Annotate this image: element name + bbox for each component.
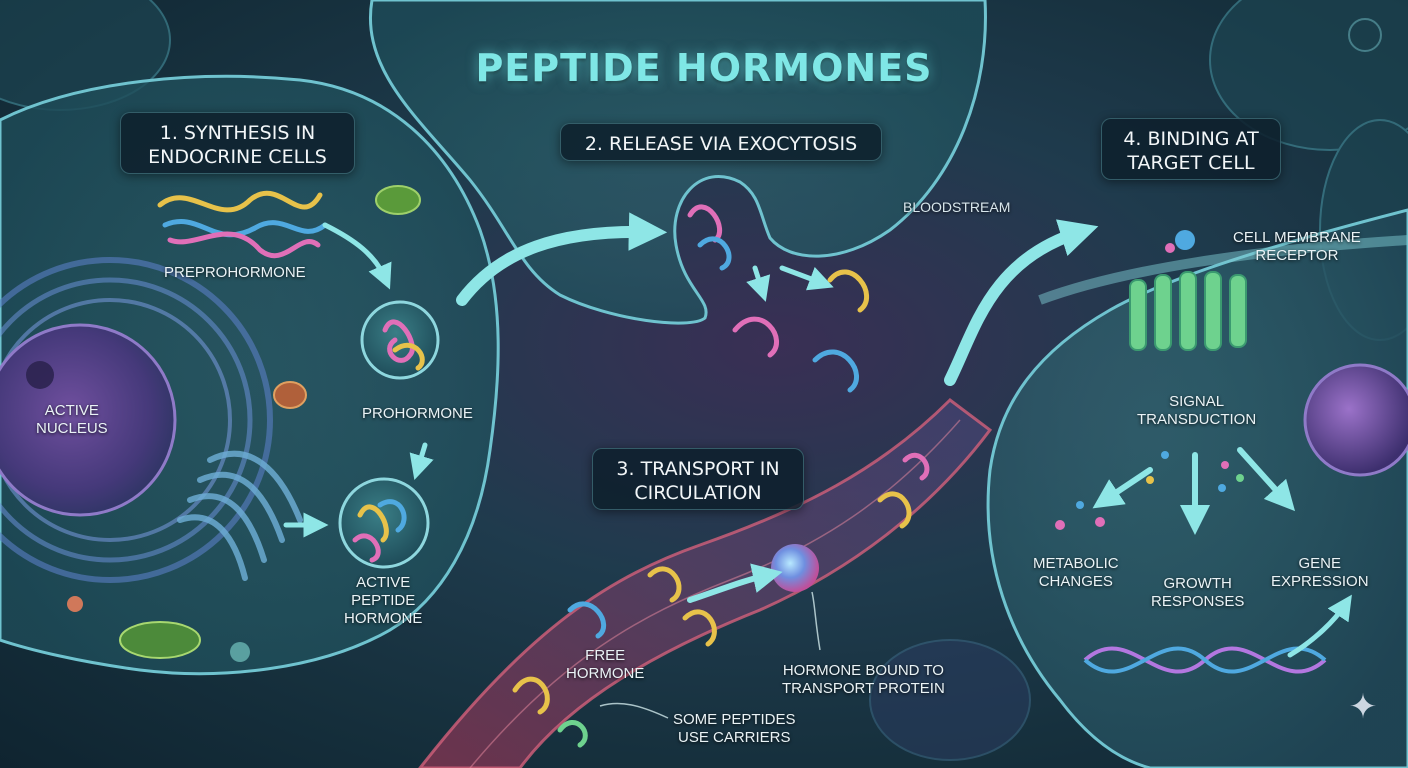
- label-hormone-bound: HORMONE BOUND TO TRANSPORT PROTEIN: [782, 662, 945, 698]
- label-carriers-line-2: USE CARRIERS: [678, 729, 791, 746]
- label-growth-line-2: RESPONSES: [1151, 593, 1245, 610]
- arrow-release-1: [746, 265, 771, 302]
- dna-helix: [1083, 646, 1327, 674]
- step-synthesis-line-2: ENDOCRINE CELLS: [148, 146, 327, 168]
- label-gene-expression: GENE EXPRESSION: [1271, 555, 1369, 591]
- label-metabolic-line-1: METABOLIC: [1033, 555, 1119, 572]
- step-binding-box: 4. BINDING AT TARGET CELL: [1101, 118, 1281, 180]
- step-binding-line-2: TARGET CELL: [1127, 152, 1255, 174]
- label-active-peptide-hormone: ACTIVE PEPTIDE HORMONE: [344, 574, 422, 628]
- label-metabolic-changes: METABOLIC CHANGES: [1033, 555, 1119, 591]
- arrow-preprohormone: [322, 222, 392, 290]
- arrow-to-release: [456, 212, 668, 306]
- label-free-hormone-line-2: HORMONE: [566, 665, 645, 682]
- leader-lines: [599, 591, 821, 719]
- label-hormone-bound-line-2: TRANSPORT PROTEIN: [782, 680, 945, 697]
- label-active-nucleus-line-2: NUCLEUS: [36, 420, 108, 437]
- membrane-receptor: [1038, 230, 1408, 351]
- nucleus: [0, 257, 273, 583]
- label-preprohormone: PREPROHORMONE: [164, 264, 306, 281]
- label-receptor-line-1: CELL MEMBRANE: [1233, 229, 1361, 246]
- label-active-nucleus: ACTIVE NUCLEUS: [36, 402, 108, 438]
- step-release-box: 2. RELEASE VIA EXOCYTOSIS: [560, 123, 882, 161]
- signal-molecules: [1055, 451, 1244, 530]
- label-carriers-line-1: SOME PEPTIDES: [673, 711, 796, 728]
- step-release-line: 2. RELEASE VIA EXOCYTOSIS: [584, 133, 858, 155]
- sparkle-icon: ✦: [1348, 688, 1378, 726]
- label-growth-line-1: GROWTH: [1163, 575, 1232, 592]
- arrow-dna: [1287, 594, 1352, 658]
- blood-vessel: [418, 398, 993, 768]
- label-signal-line-1: SIGNAL: [1169, 393, 1225, 410]
- flow-arrows: [283, 212, 1352, 658]
- arrow-circulation: [687, 563, 783, 603]
- arrow-gene: [1237, 447, 1296, 512]
- label-gene-line-2: EXPRESSION: [1271, 573, 1369, 590]
- step-synthesis-line-1: 1. SYNTHESIS IN: [159, 122, 316, 144]
- label-bloodstream: BLOODSTREAM: [903, 199, 1011, 215]
- step-transport-line-1: 3. TRANSPORT IN: [616, 458, 780, 480]
- release-cell: [369, 0, 987, 325]
- arrow-release-2: [779, 265, 834, 291]
- target-nucleus: [1303, 363, 1408, 477]
- label-receptor: CELL MEMBRANE RECEPTOR: [1233, 229, 1361, 265]
- arrow-metabolic: [1092, 467, 1153, 509]
- label-active-peptide-line-3: HORMONE: [344, 610, 423, 627]
- golgi-apparatus: [177, 450, 303, 581]
- label-receptor-line-2: RECEPTOR: [1255, 247, 1339, 264]
- label-metabolic-line-2: CHANGES: [1038, 573, 1113, 590]
- label-active-peptide-line-1: ACTIVE: [356, 574, 411, 591]
- page-title: PEPTIDE HORMONES: [475, 46, 933, 90]
- label-active-nucleus-line-1: ACTIVE: [44, 402, 99, 419]
- label-gene-line-1: GENE: [1298, 555, 1342, 572]
- peptide-chains: [157, 190, 930, 748]
- step-transport-box: 3. TRANSPORT IN CIRCULATION: [592, 448, 804, 510]
- label-active-peptide-line-2: PEPTIDE: [351, 592, 416, 609]
- arrow-prohormone: [409, 442, 434, 480]
- label-growth-responses: GROWTH RESPONSES: [1151, 575, 1244, 611]
- label-carriers: SOME PEPTIDES USE CARRIERS: [673, 711, 796, 747]
- step-transport-line-2: CIRCULATION: [634, 482, 762, 504]
- label-hormone-bound-line-1: HORMONE BOUND TO: [782, 662, 944, 679]
- label-prohormone: PROHORMONE: [362, 405, 473, 422]
- arrow-to-bloodstream: [944, 219, 1099, 386]
- step-binding-line-1: 4. BINDING AT: [1123, 128, 1259, 150]
- step-synthesis-box: 1. SYNTHESIS IN ENDOCRINE CELLS: [120, 112, 355, 174]
- label-free-hormone-line-1: FREE: [585, 647, 626, 664]
- label-free-hormone: FREE HORMONE: [566, 647, 644, 683]
- mitochondria: [67, 185, 421, 662]
- transport-protein: [771, 544, 819, 592]
- label-signal-line-2: TRANSDUCTION: [1137, 411, 1257, 428]
- label-signal-transduction: SIGNAL TRANSDUCTION: [1137, 393, 1256, 429]
